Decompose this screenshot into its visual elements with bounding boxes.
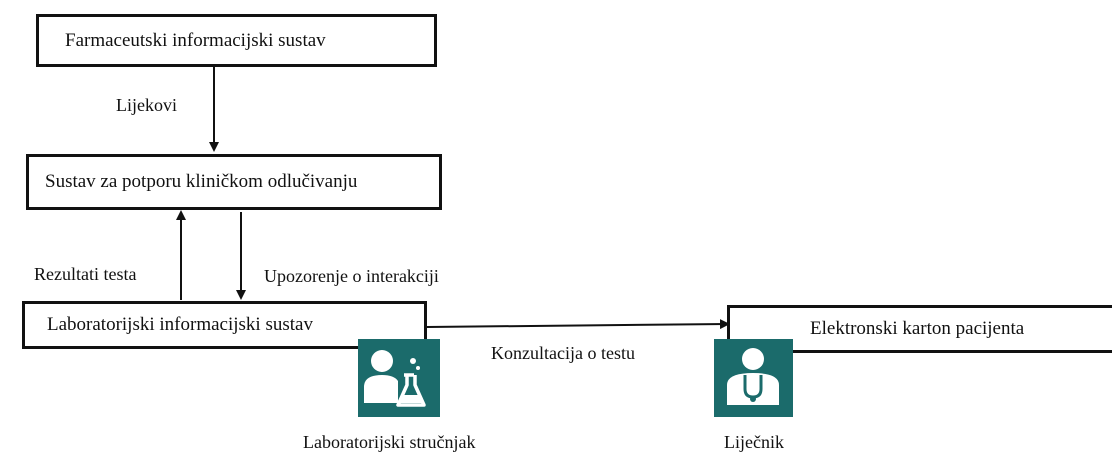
lab-scientist-icon — [358, 339, 440, 417]
edge-label-results: Rezultati testa — [34, 264, 137, 284]
edge-label-warning: Upozorenje o interakciji — [264, 266, 439, 286]
ehr-label: Elektronski karton pacijenta — [810, 318, 1025, 339]
lab-scientist-caption: Laboratorijski stručnjak — [303, 432, 476, 452]
cdss-label: Sustav za potporu kliničkom odlučivanju — [45, 171, 358, 192]
lab-system-box: Laboratorijski informacijski sustav — [22, 301, 427, 349]
doctor-icon — [714, 339, 793, 417]
lab-system-label: Laboratorijski informacijski sustav — [47, 314, 313, 335]
arrow-lab-to-ehr — [426, 319, 730, 330]
cdss-box: Sustav za potporu kliničkom odlučivanju — [26, 154, 442, 210]
edge-label-drugs: Lijekovi — [116, 95, 177, 115]
pharmacy-system-box: Farmaceutski informacijski sustav — [36, 14, 437, 67]
doctor-caption: Liječnik — [724, 432, 784, 452]
edge-label-consult: Konzultacija o testu — [491, 343, 635, 363]
pharmacy-system-label: Farmaceutski informacijski sustav — [65, 29, 326, 51]
